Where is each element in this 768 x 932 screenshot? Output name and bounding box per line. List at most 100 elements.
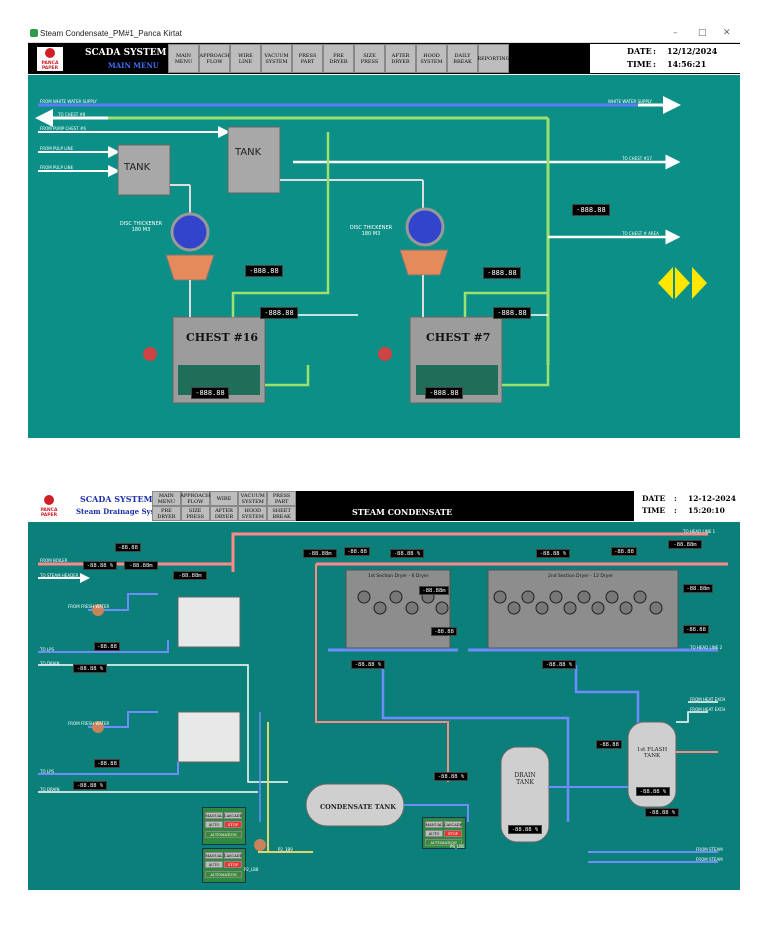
nav2a-wire[interactable]: WIRE	[209, 491, 239, 506]
auto-button-1[interactable]: AUTO	[205, 821, 223, 828]
disc-thickener-2-label: DISC THICKENER 180 M3	[349, 225, 393, 237]
heat-exchanger-2	[177, 711, 241, 763]
line-to-lps-2: TO LPS	[40, 769, 55, 774]
readout-pic-2: -88.88	[611, 547, 637, 556]
stop-button-2[interactable]: STOP	[224, 861, 242, 868]
steam-condensate-diagram	[38, 532, 728, 863]
readout-lic-03: -88.88	[596, 740, 622, 749]
nav1-pre-dryer[interactable]: PRE DRYER	[323, 44, 354, 73]
nav1-wire-line[interactable]: WIRE LINE	[230, 44, 261, 73]
readout-chest-7: -888.88	[425, 387, 463, 399]
tank-2-label: TANK	[235, 147, 262, 158]
readout-pct-7: -88.88 %	[73, 781, 107, 790]
auto-button-2[interactable]: AUTO	[205, 861, 223, 868]
nav1-daily-break[interactable]: DAILY BREAK	[447, 44, 478, 73]
nav2b-pre-dryer[interactable]: PRE DRYER	[152, 506, 181, 521]
maximize-icon[interactable]: □	[698, 28, 707, 38]
readout-pct-6: -88.88 %	[73, 664, 107, 673]
automation-button-2[interactable]: AUTOMATION	[205, 871, 242, 878]
minimize-icon[interactable]: –	[673, 28, 678, 38]
pump-tag-3: PS_LB0	[450, 844, 465, 849]
nav2a-approach-flow[interactable]: APPROACH FLOW	[180, 491, 211, 506]
mode-panel-1: MANUAL CASCADE AUTO STOP AUTOMATION	[202, 807, 246, 845]
manual-button-3[interactable]: MANUAL	[425, 821, 443, 828]
nav2b-sheet-break[interactable]: SHEET BREAK	[267, 506, 296, 521]
brand-text-2: PANCA PAPER	[40, 508, 58, 518]
window-title: Steam Condensate_PM#1_Panca Kirtat	[40, 29, 182, 38]
time-label-2: TIME	[642, 506, 666, 515]
date-label-2: DATE	[642, 494, 666, 503]
mode-panel-2: MANUAL CASCADE AUTO STOP AUTOMATION	[202, 848, 246, 883]
automation-button-3[interactable]: AUTOMATION	[425, 839, 462, 846]
nav2b-hood-system[interactable]: HOOD SYSTEM	[238, 506, 268, 521]
nav1-hood-system[interactable]: HOOD SYSTEM	[416, 44, 447, 73]
line-from-fresh-water-2: FROM FRESH WATER	[68, 721, 110, 726]
nav1-size-press[interactable]: SIZE PRESS	[354, 44, 385, 73]
screen-title: STEAM CONDENSATE	[352, 507, 453, 517]
nav1-main-menu[interactable]: MAIN MENU	[168, 44, 199, 73]
chest-16-label: CHEST #16	[186, 331, 259, 344]
readout-dp-1: -88.88	[431, 627, 457, 636]
tank-2	[227, 126, 281, 194]
screen-title-bar: STEAM CONDENSATE	[296, 491, 634, 521]
cascade-button-3[interactable]: CASCADE	[443, 821, 463, 828]
readout-pct-9: -88.88 %	[645, 808, 679, 817]
nav2a-main-menu[interactable]: MAIN MENU	[152, 491, 181, 506]
readout-flash-tank: -88.88 %	[636, 787, 670, 796]
nav1-reporting[interactable]: REPORTING	[477, 44, 510, 73]
close-icon[interactable]: ✕	[723, 28, 731, 38]
auto-button-3[interactable]: AUTO	[425, 830, 443, 837]
dryer-2-label: 2nd Section Dryer - 12 Dryer	[548, 574, 613, 579]
line-to-chest-8: TO CHEST #8	[58, 112, 86, 117]
line-from-fresh-water-1: FROM FRESH WATER	[68, 604, 110, 609]
nav2b-after-dryer[interactable]: AFTER DRYER	[209, 506, 239, 521]
screen-subtitle: MAIN MENU	[108, 61, 159, 70]
screen-subtitle-2: Steam Drainage System	[76, 507, 170, 516]
readout-dryer-1: -88.88m	[419, 586, 449, 595]
process-diagram	[35, 96, 707, 404]
stop-button-3[interactable]: STOP	[444, 830, 462, 837]
nav2a-press-part[interactable]: PRESS PART	[267, 491, 296, 506]
steam-condensate-mimic: 1st Section Dryer - 6 Dryer 2nd Section …	[28, 522, 740, 890]
time-label: TIME	[627, 59, 652, 69]
line-from-heat-exch-2: FROM HEAT EXCH	[690, 707, 726, 712]
nav1-vacuum-system[interactable]: VACUUM SYSTEM	[261, 44, 292, 73]
line-to-drain-1: TO DRAIN	[40, 661, 60, 666]
nav1-approach-flow[interactable]: APPROACH FLOW	[199, 44, 230, 73]
nav1-after-dryer[interactable]: AFTER DRYER	[385, 44, 416, 73]
nav2a-vacuum-system[interactable]: VACUUM SYSTEM	[238, 491, 268, 506]
heat-exchanger-1	[177, 596, 241, 648]
brand-text: PANCA PAPER	[41, 61, 59, 71]
line-from-steam-2: FROM STEAM	[696, 857, 723, 862]
cascade-button-1[interactable]: CASCADE	[223, 812, 243, 819]
date-value: 12/12/2024	[667, 46, 718, 56]
drain-tank	[500, 746, 550, 843]
line-from-pulp-1: FROM PULP LINE	[40, 146, 74, 151]
stop-button-1[interactable]: STOP	[224, 821, 242, 828]
automation-button-1[interactable]: AUTOMATION	[205, 831, 242, 838]
line-to-steam-header: TO STEAM HEADER	[40, 573, 79, 578]
datetime-panel: DATE : 12/12/2024 TIME : 14:56:21	[590, 44, 740, 73]
readout-flow-2: -88.88m	[173, 571, 207, 580]
readout-tic-001: -88.88	[94, 642, 120, 651]
cascade-button-2[interactable]: CASCADE	[223, 852, 243, 859]
line-from-white-water: FROM WHITE WATER SUPPLY	[40, 99, 97, 104]
line-to-chest-17: TO CHEST #17	[622, 156, 652, 161]
datetime-panel-2: DATE : 12-12-2024 TIME : 15:20:10	[634, 491, 740, 521]
nav2b-size-press[interactable]: SIZE PRESS	[180, 506, 210, 521]
readout-drain-tank: -88.88 %	[508, 825, 542, 834]
navigation-arrows-icon[interactable]	[655, 266, 710, 300]
readout-flow-2: -888.88	[493, 307, 531, 319]
readout-pct-4: -88.88 %	[351, 660, 385, 669]
time-value: 14:56:21	[667, 59, 707, 69]
system-title: SCADA SYSTEM PM#1	[85, 48, 201, 58]
mode-panel-3: MANUAL CASCADE AUTO STOP AUTOMATION	[422, 817, 466, 849]
manual-button-1[interactable]: MANUAL	[205, 812, 223, 819]
panca-paper-logo-2: PANCA PAPER	[36, 494, 62, 518]
manual-button-2[interactable]: MANUAL	[205, 852, 223, 859]
dryer-1-label: 1st Section Dryer - 6 Dryer	[368, 574, 429, 579]
line-to-head-2: TO HEAD LINE 2	[690, 645, 723, 650]
line-from-pump-chest: FROM PUMP CHEST #6	[40, 126, 86, 131]
nav1-press-part[interactable]: PRESS PART	[292, 44, 323, 73]
